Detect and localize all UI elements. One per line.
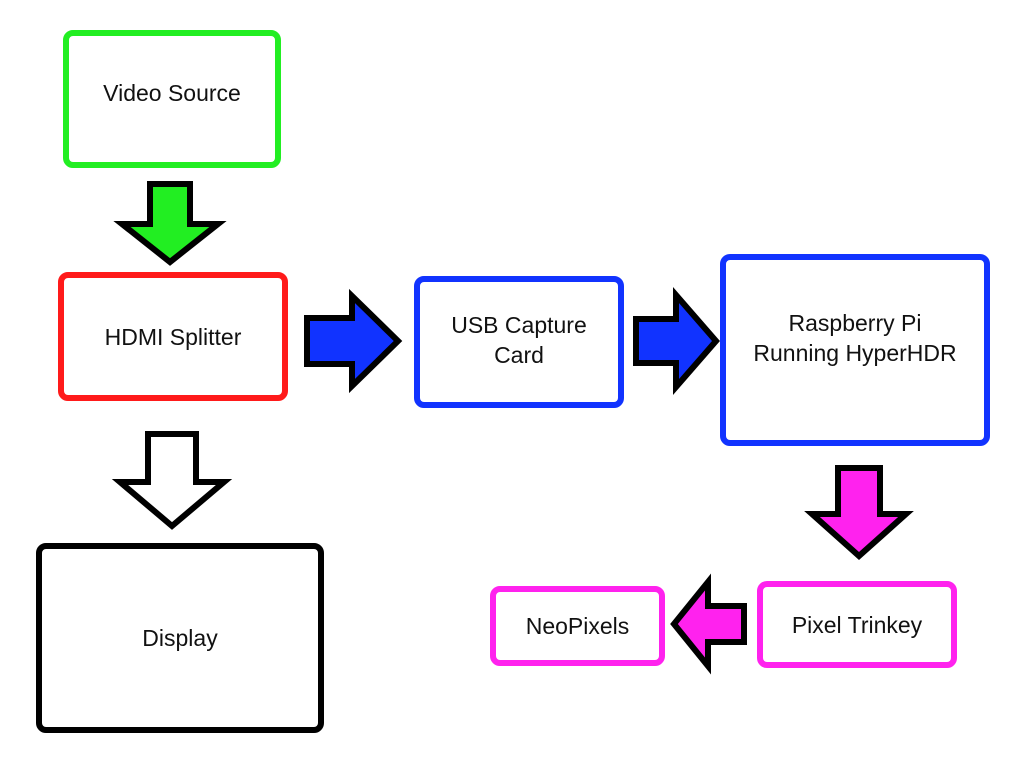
arrow-trinkey-to-neopixels [670,573,747,675]
node-usb-capture-card: USB Capture Card [414,276,624,408]
node-hdmi-splitter: HDMI Splitter [58,272,288,401]
node-video-source-label: Video Source [103,80,241,106]
node-neopixels: NeoPixels [490,586,665,666]
node-usb-capture-card-label: USB Capture Card [451,312,587,368]
node-raspberry-pi-label: Raspberry Pi Running HyperHDR [753,310,957,366]
arrow-splitter-to-usb [304,288,403,394]
node-pixel-trinkey-label: Pixel Trinkey [791,611,923,638]
node-display-label: Display [142,625,218,651]
arrow-pi-to-trinkey [804,465,914,561]
node-video-source: Video Source [63,30,281,168]
node-hdmi-splitter-label: HDMI Splitter [104,323,242,350]
node-raspberry-pi: Raspberry Pi Running HyperHDR [720,254,990,446]
arrow-video-to-splitter [113,181,227,266]
node-pixel-trinkey: Pixel Trinkey [757,581,957,668]
arrow-splitter-to-display [111,431,233,530]
node-display: Display [36,543,324,733]
arrow-usb-to-pi [633,286,720,396]
node-neopixels-label: NeoPixels [525,613,630,639]
